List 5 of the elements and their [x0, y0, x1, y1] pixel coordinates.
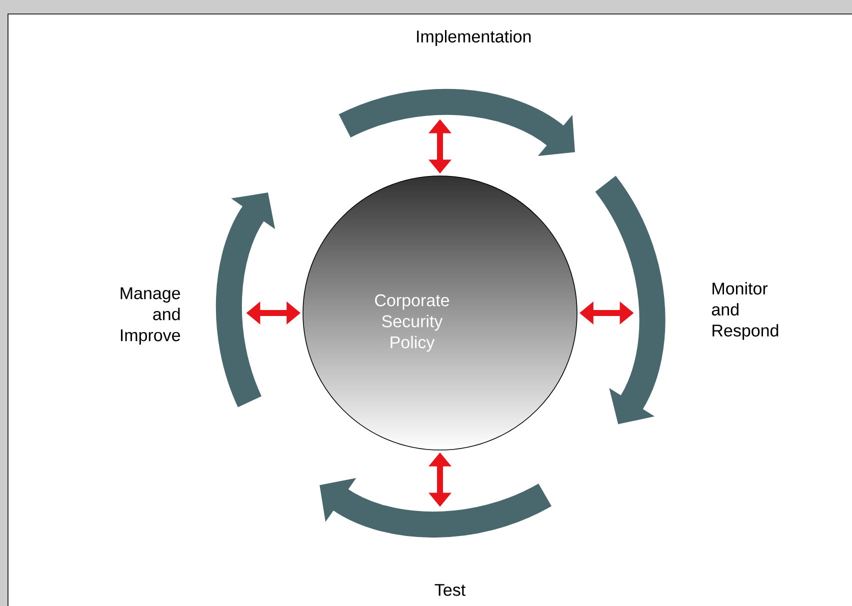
policy-label: Corporate Security Policy: [375, 294, 450, 352]
stage-label: Manage and Improve: [120, 287, 180, 345]
stage-label: Monitor and Respond: [712, 282, 778, 340]
stage-label: Implementation: [417, 30, 531, 46]
stage-label: Test: [434, 584, 466, 596]
